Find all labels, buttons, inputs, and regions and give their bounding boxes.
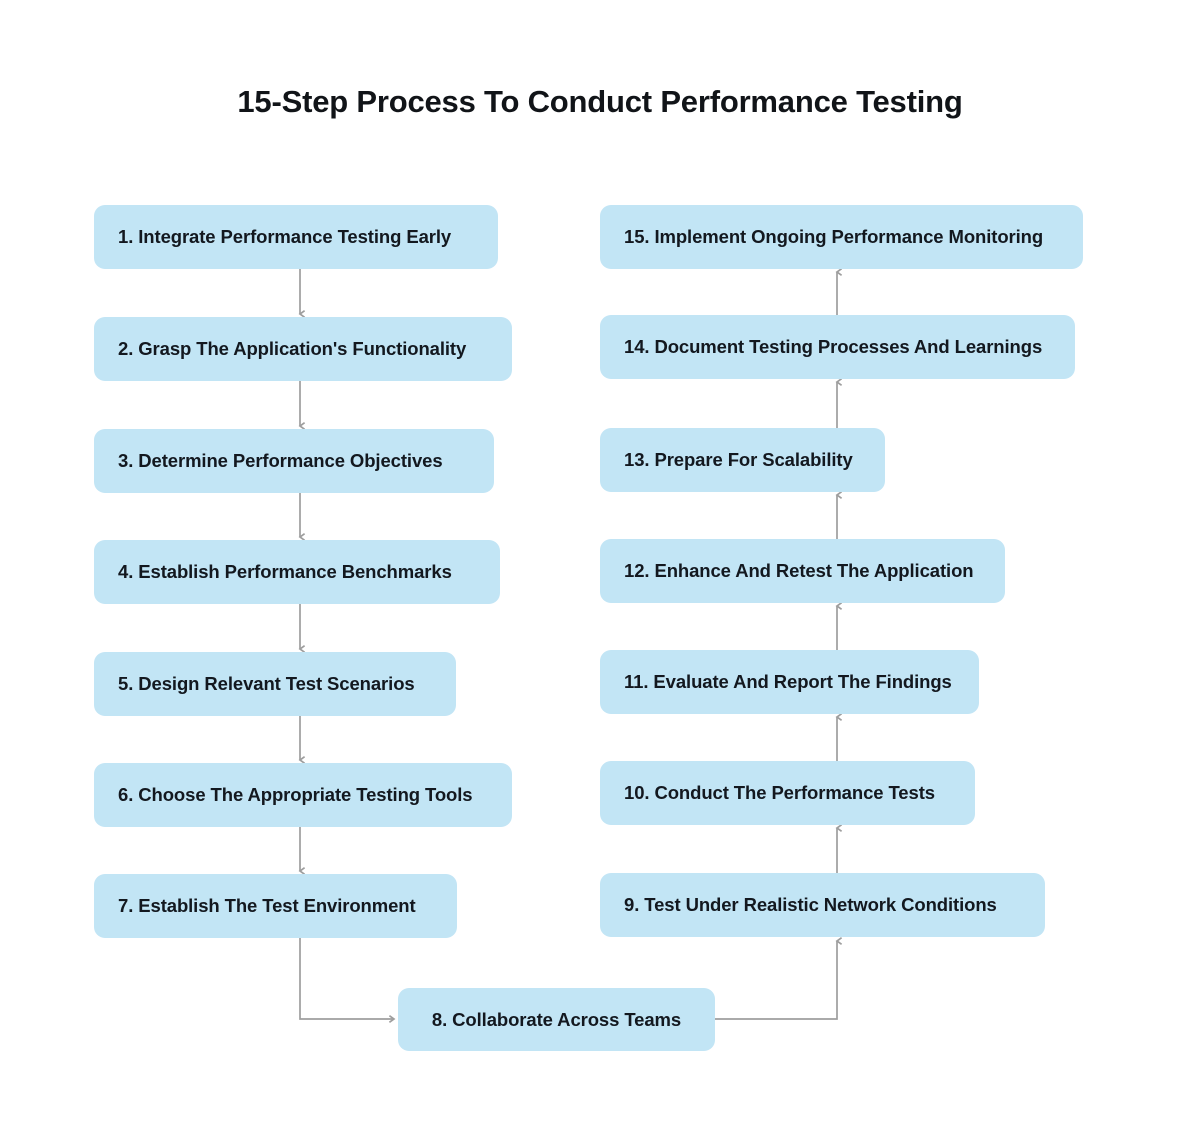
flow-node-step-1[interactable]: 1. Integrate Performance Testing Early <box>94 205 498 269</box>
flow-node-step-3[interactable]: 3. Determine Performance Objectives <box>94 429 494 493</box>
flow-node-label: 9. Test Under Realistic Network Conditio… <box>624 894 997 916</box>
flow-node-label: 12. Enhance And Retest The Application <box>624 560 974 582</box>
flow-node-step-2[interactable]: 2. Grasp The Application's Functionality <box>94 317 512 381</box>
flow-node-label: 8. Collaborate Across Teams <box>431 1008 682 1030</box>
flow-node-step-6[interactable]: 6. Choose The Appropriate Testing Tools <box>94 763 512 827</box>
flow-node-label: 11. Evaluate And Report The Findings <box>624 671 952 693</box>
flow-node-label: 4. Establish Performance Benchmarks <box>118 561 452 583</box>
flow-node-label: 14. Document Testing Processes And Learn… <box>624 336 1043 358</box>
flow-node-step-11[interactable]: 11. Evaluate And Report The Findings <box>600 650 979 714</box>
flow-node-step-12[interactable]: 12. Enhance And Retest The Application <box>600 539 1005 603</box>
flow-node-step-10[interactable]: 10. Conduct The Performance Tests <box>600 761 975 825</box>
flow-node-step-14[interactable]: 14. Document Testing Processes And Learn… <box>600 315 1075 379</box>
connector-8-to-9 <box>715 937 843 1020</box>
flow-node-step-15[interactable]: 15. Implement Ongoing Performance Monito… <box>600 205 1083 269</box>
flow-node-label: 6. Choose The Appropriate Testing Tools <box>118 784 473 806</box>
flow-node-label: 13. Prepare For Scalability <box>624 449 853 471</box>
flow-node-label: 2. Grasp The Application's Functionality <box>118 338 467 360</box>
flow-node-step-7[interactable]: 7. Establish The Test Environment <box>94 874 457 938</box>
flow-node-label: 5. Design Relevant Test Scenarios <box>118 673 415 695</box>
flow-node-step-9[interactable]: 9. Test Under Realistic Network Conditio… <box>600 873 1045 937</box>
page-title: 15-Step Process To Conduct Performance T… <box>237 84 963 119</box>
flow-node-step-13[interactable]: 13. Prepare For Scalability <box>600 428 885 492</box>
flow-node-label: 3. Determine Performance Objectives <box>118 450 443 472</box>
flow-node-label: 7. Establish The Test Environment <box>118 895 416 917</box>
flow-node-step-4[interactable]: 4. Establish Performance Benchmarks <box>94 540 500 604</box>
flow-node-label: 15. Implement Ongoing Performance Monito… <box>624 226 1044 248</box>
flow-node-label: 10. Conduct The Performance Tests <box>624 782 935 804</box>
connector-7-to-8 <box>299 938 396 1023</box>
flow-node-label: 1. Integrate Performance Testing Early <box>118 226 452 248</box>
flow-node-step-8[interactable]: 8. Collaborate Across Teams <box>398 988 715 1051</box>
flow-node-step-5[interactable]: 5. Design Relevant Test Scenarios <box>94 652 456 716</box>
